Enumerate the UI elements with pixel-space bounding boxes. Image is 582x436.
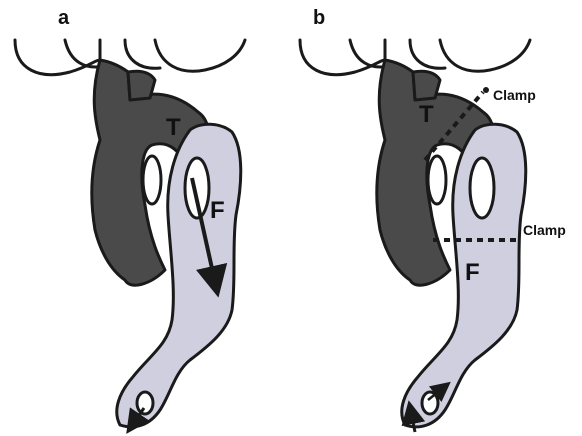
panel-b: b T F Clamp Clamp bbox=[300, 7, 566, 432]
region-label-t-b: T bbox=[419, 101, 434, 128]
panel-letter-b: b bbox=[313, 7, 325, 29]
clamp-label-lower: Clamp bbox=[523, 222, 566, 238]
region-label-f-a: F bbox=[210, 197, 225, 224]
clamp-marker-upper bbox=[483, 87, 489, 93]
region-label-f-b: F bbox=[465, 259, 480, 286]
region-label-t-a: T bbox=[166, 114, 181, 141]
anatomy-drawing-a bbox=[15, 40, 245, 427]
panel-a: a T F bbox=[15, 7, 245, 427]
clamp-label-upper: Clamp bbox=[493, 87, 536, 103]
panel-letter-a: a bbox=[58, 7, 70, 29]
